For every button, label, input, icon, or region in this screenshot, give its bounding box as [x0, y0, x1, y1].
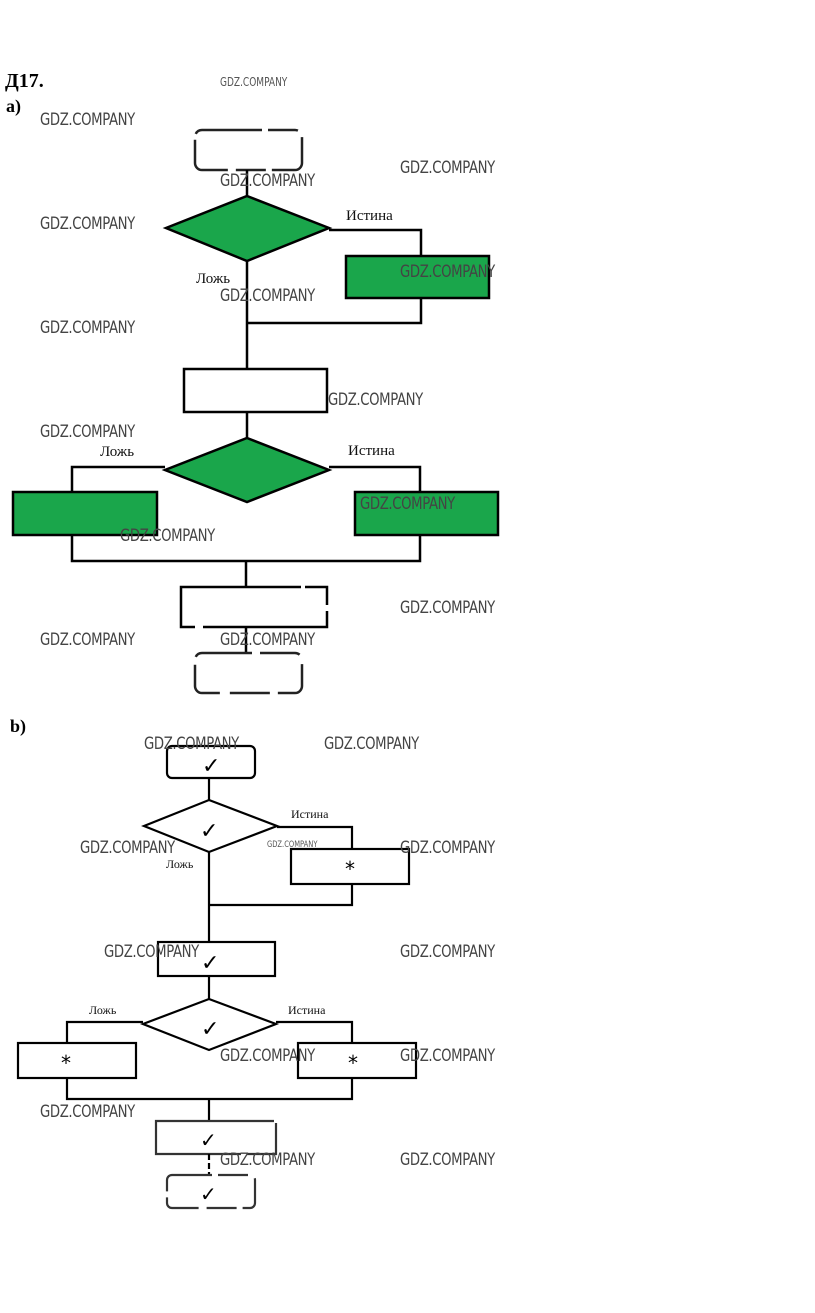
- a-process-false-2: [11, 490, 159, 537]
- b-false-label-2: Ложь: [89, 1003, 117, 1017]
- b-merge-2: [65, 1078, 354, 1101]
- watermark: GDZ.COMPANY: [40, 110, 135, 130]
- task-number: Д17.: [5, 70, 44, 92]
- watermark: GDZ.COMPANY: [40, 1102, 135, 1122]
- flowchart-a: [11, 128, 500, 695]
- watermark: GDZ.COMPANY: [144, 734, 239, 754]
- b-true-label-1: Истина: [291, 807, 329, 821]
- watermark: GDZ.COMPANY: [400, 838, 495, 858]
- check-icon: ✓: [201, 1017, 219, 1042]
- watermark: GDZ.COMPANY: [40, 630, 135, 650]
- b-false-label-1: Ложь: [166, 857, 194, 871]
- a-true-label-1: Истина: [346, 208, 393, 224]
- watermark: GDZ.COMPANY: [40, 318, 135, 338]
- b-process-2: [156, 940, 277, 978]
- watermark: GDZ.COMPANY: [400, 1046, 495, 1066]
- b-process-3: [154, 1119, 278, 1156]
- watermark: GDZ.COMPANY: [220, 1046, 315, 1066]
- b-decision-2: [139, 997, 280, 1052]
- a-process-3: [179, 585, 329, 629]
- watermark: GDZ.COMPANY: [220, 75, 288, 89]
- b-true-branch-2: [276, 1020, 354, 1043]
- asterisk-icon: *: [345, 857, 355, 881]
- b-start-terminator: [165, 744, 257, 780]
- b-process-true-2: [296, 1041, 418, 1080]
- asterisk-icon: *: [348, 1051, 358, 1075]
- watermark: GDZ.COMPANY: [400, 598, 495, 618]
- part-b-label: b): [10, 716, 27, 736]
- a-decision-1: [162, 194, 333, 263]
- flowchart-b: [16, 744, 418, 1210]
- b-end-terminator: [165, 1173, 257, 1210]
- b-process-false-2: [16, 1041, 138, 1080]
- a-end-terminator: [193, 651, 304, 695]
- watermark: GDZ.COMPANY: [120, 526, 215, 546]
- a-true-label-2: Истина: [348, 443, 395, 459]
- watermark: GDZ.COMPANY: [80, 838, 175, 858]
- watermark: GDZ.COMPANY: [400, 158, 495, 178]
- a-process-2: [182, 367, 329, 414]
- a-false-branch-2: [70, 465, 165, 492]
- watermark: GDZ.COMPANY: [400, 942, 495, 962]
- watermark: GDZ.COMPANY: [324, 734, 419, 754]
- a-true-branch-2: [329, 465, 422, 492]
- b-merge-1: [209, 884, 354, 907]
- b-false-branch-2: [65, 1020, 143, 1043]
- watermark: GDZ.COMPANY: [40, 214, 135, 234]
- check-icon: ✓: [202, 754, 220, 779]
- watermark: GDZ.COMPANY: [360, 494, 455, 514]
- b-true-label-2: Истина: [288, 1003, 326, 1017]
- check-icon: ✓: [200, 1128, 217, 1152]
- b-true-branch-1: [277, 825, 354, 849]
- a-merge-1: [247, 298, 423, 325]
- watermark: GDZ.COMPANY: [267, 840, 318, 850]
- a-true-branch-1: [329, 228, 423, 256]
- b-marks: ✓ ✓ * ✓ ✓ * * ✓ ✓: [61, 754, 358, 1206]
- part-a-label: а): [6, 96, 21, 116]
- watermark: GDZ.COMPANY: [40, 422, 135, 442]
- a-process-true-1: [344, 254, 491, 300]
- check-icon: ✓: [200, 1182, 217, 1206]
- watermark: GDZ.COMPANY: [400, 262, 495, 282]
- b-process-true-1: [289, 847, 411, 886]
- a-false-label-2: Ложь: [100, 444, 135, 460]
- a-start-terminator: [193, 128, 304, 172]
- watermark: GDZ.COMPANY: [220, 171, 315, 191]
- watermark: GDZ.COMPANY: [104, 942, 199, 962]
- check-icon: ✓: [201, 951, 219, 976]
- watermark: GDZ.COMPANY: [220, 286, 315, 306]
- asterisk-icon: *: [61, 1051, 71, 1075]
- watermark: GDZ.COMPANY: [400, 1150, 495, 1170]
- check-icon: ✓: [200, 819, 218, 844]
- a-decision-2: [161, 436, 333, 504]
- a-false-label-1: Ложь: [196, 271, 231, 287]
- watermark: GDZ.COMPANY: [220, 1150, 315, 1170]
- watermark: GDZ.COMPANY: [328, 390, 423, 410]
- watermark: GDZ.COMPANY: [220, 630, 315, 650]
- a-process-true-2: [353, 490, 500, 537]
